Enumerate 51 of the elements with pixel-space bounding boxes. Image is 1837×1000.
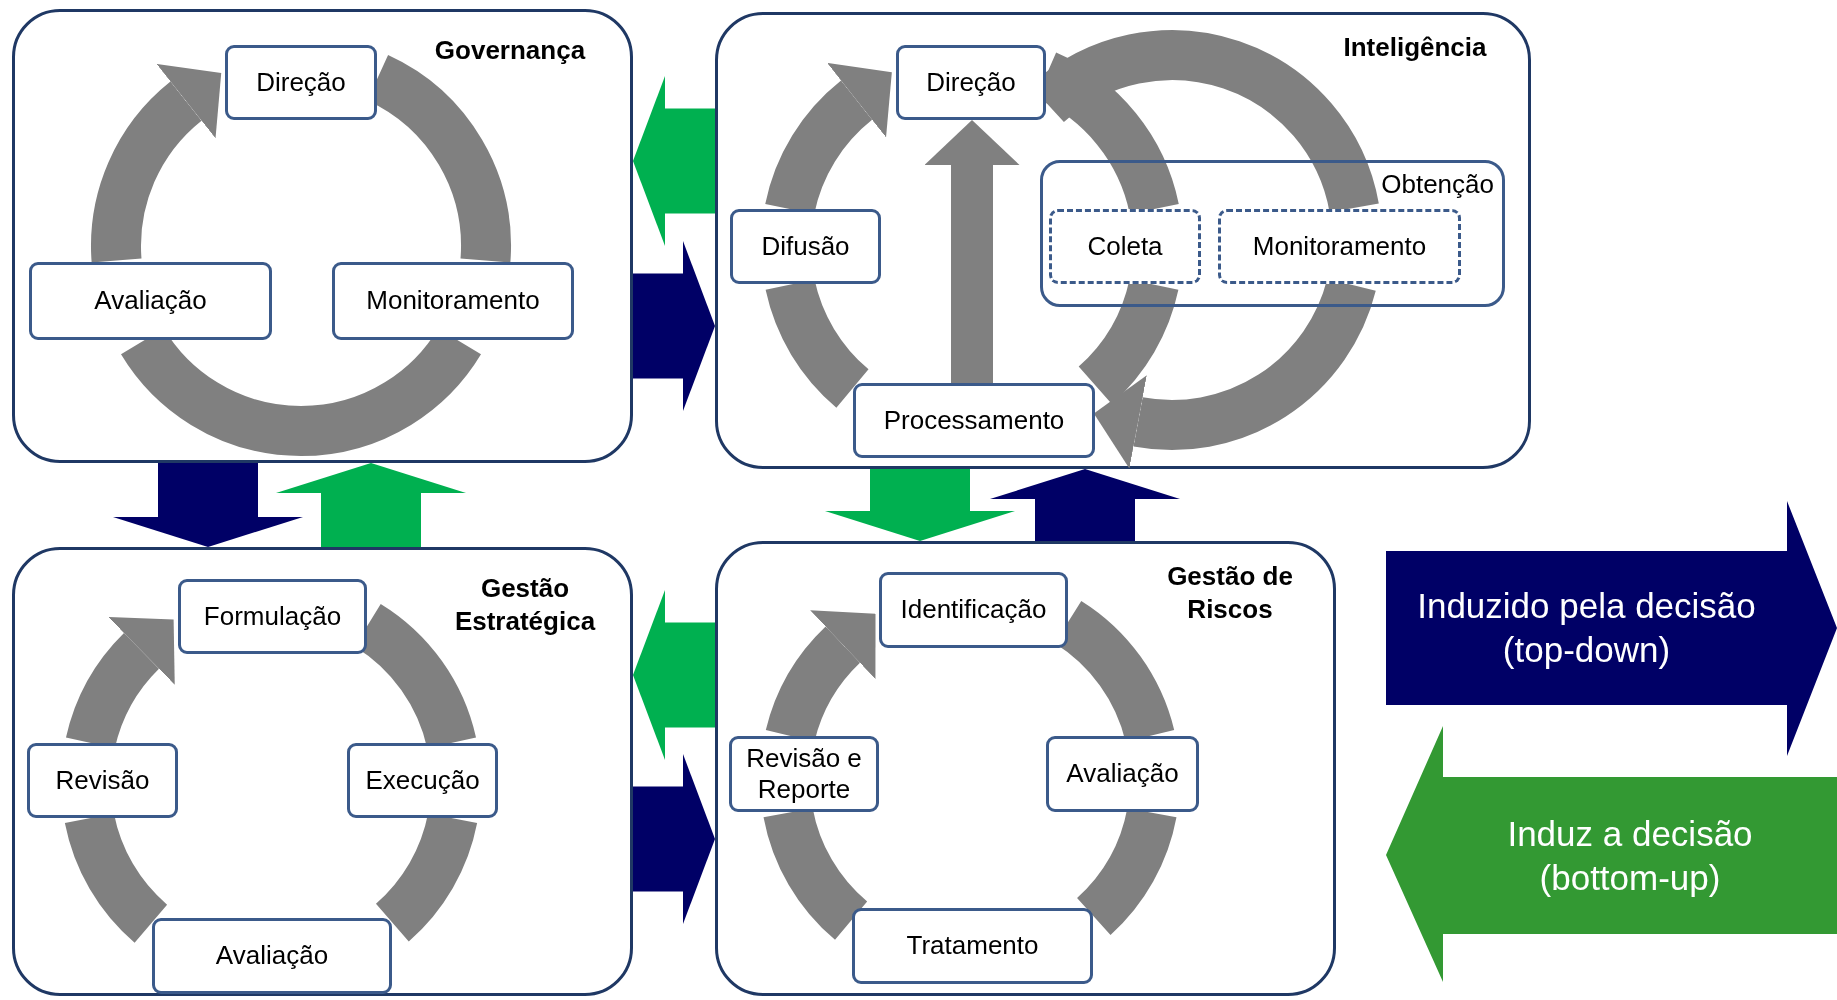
step-box: [152, 918, 392, 994]
group-box: [1040, 160, 1505, 307]
step-box: [853, 383, 1095, 458]
panel: [12, 547, 633, 996]
step-box: [730, 209, 881, 284]
step-label: Monitoramento: [1252, 230, 1427, 263]
step-box: [1218, 209, 1461, 284]
step-label: Tratamento: [906, 930, 1039, 962]
step-label: Direção: [256, 66, 346, 99]
step-label: Avaliação: [215, 940, 329, 972]
step-label: Processamento: [883, 404, 1065, 437]
panel-title: Inteligência: [1342, 31, 1488, 64]
step-box: [225, 45, 377, 120]
panel: [715, 541, 1336, 996]
panel-title: Governança: [433, 34, 587, 67]
block-arrow: [276, 463, 466, 547]
step-label: Execução: [365, 764, 480, 797]
step-box: [332, 262, 574, 340]
step-box: [879, 572, 1068, 648]
block-arrow: [633, 76, 715, 246]
block-arrow: [990, 469, 1180, 541]
step-label: Avaliação: [1066, 758, 1179, 790]
step-box: [852, 908, 1093, 984]
step-label: Formulação: [203, 600, 342, 633]
step-label: Identificação: [900, 594, 1047, 626]
block-arrow: [633, 754, 715, 924]
step-box: [178, 579, 367, 654]
step-label: Revisão: [55, 764, 150, 797]
block-arrow: [633, 241, 715, 411]
block-arrow: [633, 590, 715, 760]
step-box: [729, 736, 879, 812]
step-box: [1046, 736, 1199, 812]
step-label: Avaliação: [94, 285, 207, 317]
panel-title: Gestão Estratégica: [453, 572, 597, 637]
step-box: [347, 743, 498, 818]
group-label: Obtenção: [1381, 169, 1494, 200]
step-box: [1049, 209, 1201, 284]
step-box: [896, 45, 1046, 120]
step-box: [29, 262, 272, 340]
step-box: [27, 743, 178, 818]
step-label: Difusão: [761, 230, 850, 263]
curved-arrow: [91, 65, 220, 261]
step-label: Revisão e Reporte: [745, 742, 863, 806]
legend-label: Induz a decisão (bottom-up): [1506, 812, 1754, 899]
step-label: Coleta: [1087, 230, 1163, 263]
block-arrow: [113, 463, 303, 547]
step-label: Direção: [926, 66, 1016, 99]
step-label: Monitoramento: [366, 285, 540, 317]
legend-label: Induzido pela decisão (top-down): [1416, 585, 1757, 671]
block-arrow: [825, 469, 1015, 541]
panel-title: Gestão de Riscos: [1166, 560, 1294, 625]
